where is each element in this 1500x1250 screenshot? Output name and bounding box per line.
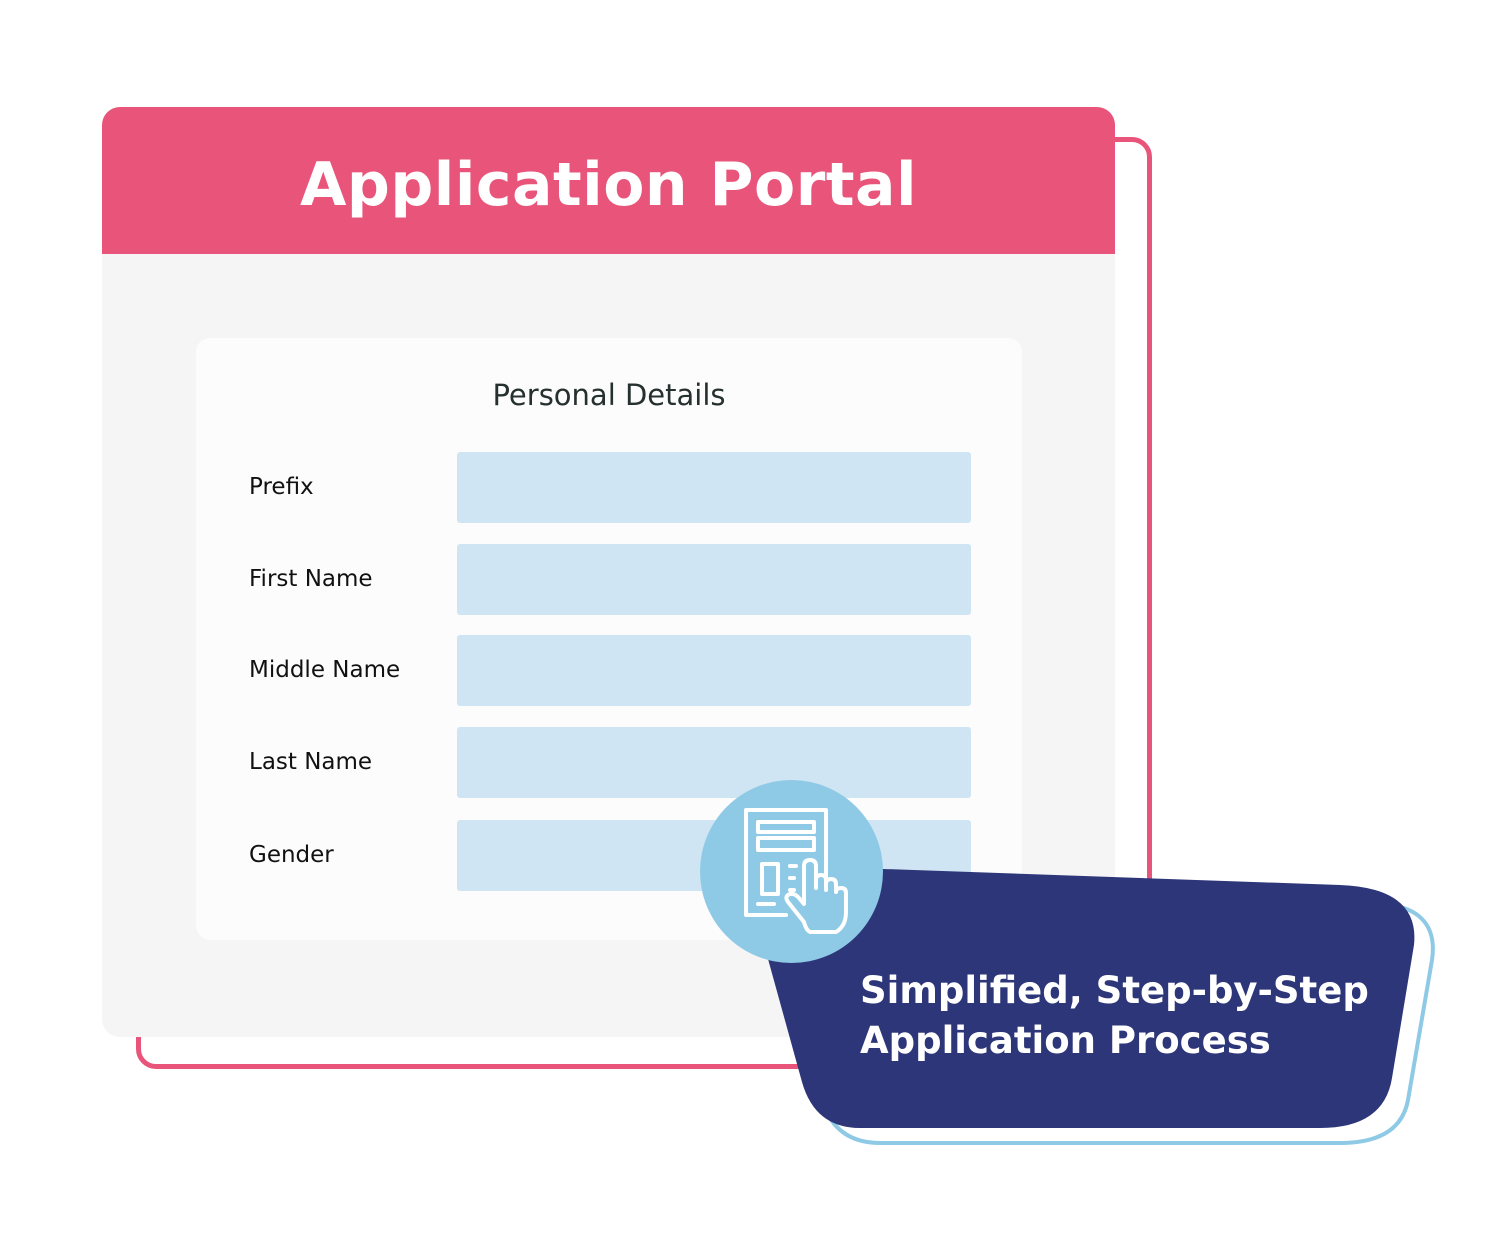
portal-header: Application Portal — [102, 107, 1115, 254]
first-name-label: First Name — [249, 566, 373, 592]
callout-line-1: Simplified, Step-by-Step — [860, 969, 1369, 1012]
middle-name-label: Middle Name — [249, 657, 401, 683]
prefix-input[interactable] — [457, 452, 971, 523]
form-row-prefix: Prefix — [196, 452, 1022, 523]
callout-text: Simplified, Step-by-Step Application Pro… — [860, 966, 1380, 1066]
first-name-input[interactable] — [457, 544, 971, 615]
section-title: Personal Details — [492, 378, 726, 412]
prefix-label: Prefix — [249, 474, 314, 500]
badge-outline — [787, 877, 1435, 1145]
form-row-last-name: Last Name — [196, 727, 1022, 798]
gender-label: Gender — [249, 842, 334, 868]
portal-title: Application Portal — [299, 149, 918, 220]
last-name-input[interactable] — [457, 727, 971, 798]
icon-circle — [700, 780, 883, 963]
form-tap-icon — [744, 808, 848, 934]
form-row-middle-name: Middle Name — [196, 635, 1022, 706]
form-row-first-name: First Name — [196, 544, 1022, 615]
badge-fill — [760, 865, 1415, 1128]
middle-name-input[interactable] — [457, 635, 971, 706]
last-name-label: Last Name — [249, 749, 373, 775]
callout-line-2: Application Process — [860, 1019, 1271, 1062]
